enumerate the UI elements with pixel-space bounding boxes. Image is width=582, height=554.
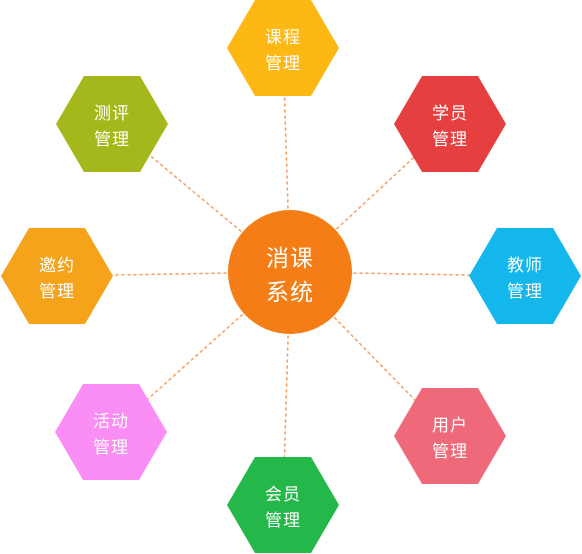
center-node[interactable]: 消课 系统 bbox=[228, 210, 352, 334]
hex-invitation-label-line1: 邀约 bbox=[39, 256, 75, 276]
connector-member bbox=[283, 335, 289, 460]
hex-course-shape bbox=[227, 0, 339, 96]
hex-activity-label-line1: 活动 bbox=[93, 412, 129, 432]
connector-activity bbox=[144, 313, 244, 403]
hex-assessment-shape bbox=[56, 76, 168, 172]
hex-assessment-label-line1: 测评 bbox=[94, 104, 130, 124]
connector-invitation bbox=[102, 272, 227, 277]
hex-activity-management[interactable]: 活动 管理 bbox=[55, 384, 167, 480]
hex-member-management[interactable]: 会员 管理 bbox=[227, 457, 339, 553]
center-label-line1: 消课 bbox=[266, 246, 314, 272]
hex-invitation-shape bbox=[1, 228, 113, 324]
hex-member-shape bbox=[227, 457, 339, 553]
connector-user bbox=[333, 316, 419, 404]
hex-teacher-label-line1: 教师 bbox=[507, 256, 543, 276]
hex-user-shape bbox=[394, 388, 506, 484]
hex-user-management[interactable]: 用户 管理 bbox=[394, 388, 506, 484]
hex-invitation-label-line2: 管理 bbox=[39, 282, 75, 302]
connector-student bbox=[336, 154, 418, 230]
center-label-line2: 系统 bbox=[266, 280, 314, 306]
hex-assessment-management[interactable]: 测评 管理 bbox=[56, 76, 168, 172]
hex-student-management[interactable]: 学员 管理 bbox=[394, 76, 506, 172]
connector-assessment bbox=[146, 152, 242, 232]
hex-student-label-line2: 管理 bbox=[432, 130, 468, 150]
hex-teacher-label-line2: 管理 bbox=[507, 282, 543, 302]
connector-course bbox=[283, 93, 289, 209]
hex-user-label-line2: 管理 bbox=[432, 442, 468, 462]
connector-lines bbox=[102, 93, 480, 460]
hex-course-label-line1: 课程 bbox=[265, 28, 301, 48]
hex-course-management[interactable]: 课程 管理 bbox=[227, 0, 339, 96]
hex-assessment-label-line2: 管理 bbox=[94, 130, 130, 150]
hex-student-label-line1: 学员 bbox=[432, 104, 468, 124]
hex-user-label-line1: 用户 bbox=[432, 416, 468, 436]
hex-member-label-line1: 会员 bbox=[265, 485, 301, 505]
center-circle bbox=[228, 210, 352, 334]
hex-activity-label-line2: 管理 bbox=[93, 438, 129, 458]
hex-teacher-management[interactable]: 教师 管理 bbox=[469, 228, 581, 324]
hex-course-label-line2: 管理 bbox=[265, 54, 301, 74]
hex-teacher-shape bbox=[469, 228, 581, 324]
hex-activity-shape bbox=[55, 384, 167, 480]
hex-invitation-management[interactable]: 邀约 管理 bbox=[1, 228, 113, 324]
hex-student-shape bbox=[394, 76, 506, 172]
hex-member-label-line2: 管理 bbox=[265, 511, 301, 531]
connector-teacher bbox=[353, 272, 480, 277]
